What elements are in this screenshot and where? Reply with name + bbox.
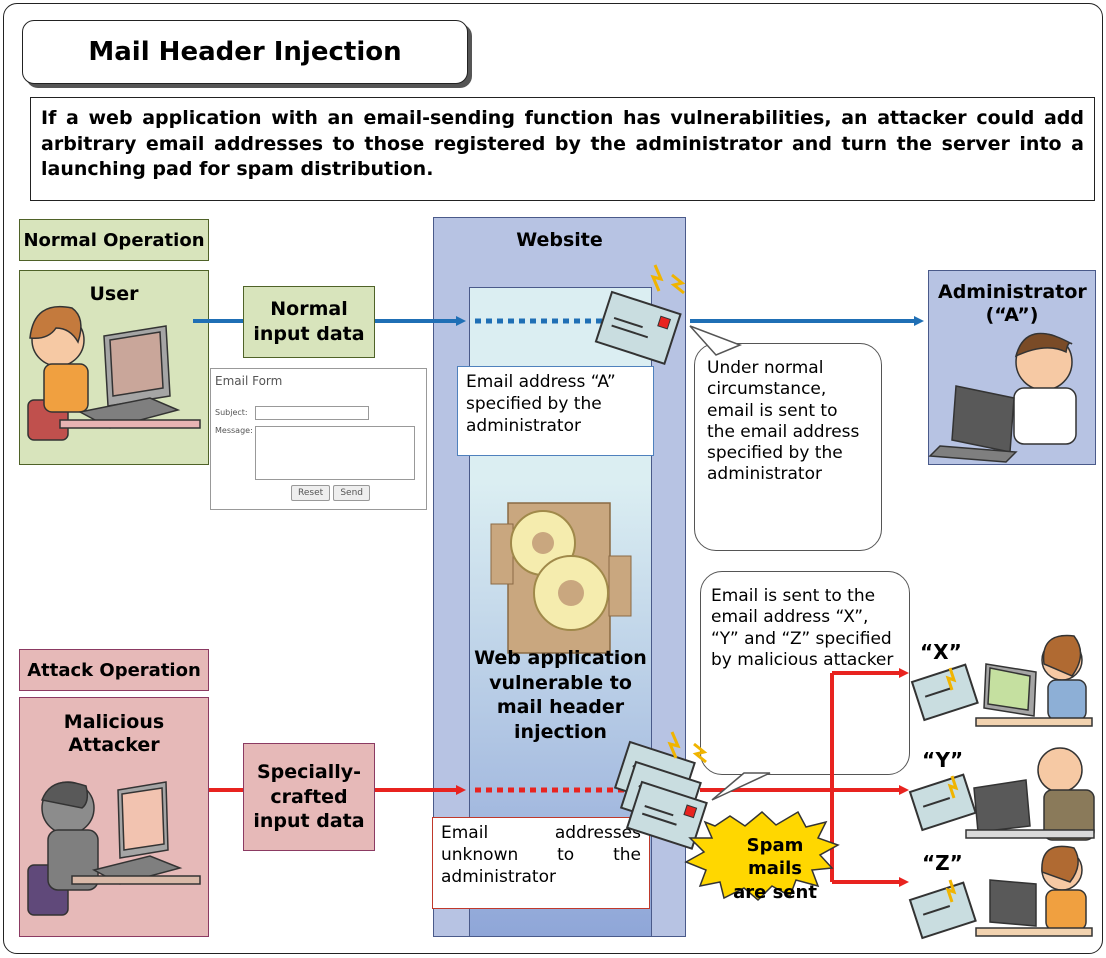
email-form-send-button: Send	[333, 485, 371, 501]
administrator-label: Administrator (“A”)	[938, 281, 1087, 326]
recipient-x-label: “X”	[920, 640, 962, 664]
website-label: Website	[516, 229, 603, 251]
normal-operation-tag: Normal Operation	[19, 219, 209, 261]
normal-explanation-bubble: Under normal circumstance, email is sent…	[694, 343, 882, 551]
envelope-icon	[594, 290, 682, 365]
user-illustration	[27, 305, 201, 441]
envelope-stack-icon	[613, 731, 708, 850]
admin-address-callout: Email address “A” specified by the admin…	[457, 366, 654, 456]
unknown-address-callout: Email addresses unknown to the administr…	[432, 817, 650, 909]
attack-operation-tag: Attack Operation	[19, 649, 209, 691]
email-form-message-field	[255, 426, 415, 480]
recipient-z-illustration	[908, 845, 1093, 940]
attack-flow-arrows	[209, 668, 909, 887]
recipient-y-illustration	[908, 747, 1095, 841]
email-form-subject-field	[255, 406, 369, 420]
administrator-illustration	[928, 332, 1077, 463]
special-input-tag: Specially-crafted input data	[243, 743, 375, 851]
intro-text: If a web application with an email-sendi…	[30, 97, 1095, 201]
gears-icon	[490, 502, 632, 654]
user-label: User	[89, 283, 139, 305]
email-form-title: Email Form	[215, 374, 283, 388]
email-form-subject-label: Subject:	[215, 408, 248, 417]
email-form-screenshot: Email Form Subject: Message: Reset Send	[210, 368, 427, 510]
spam-mails-label: Spam mails are sent	[733, 835, 817, 903]
email-form-message-label: Message:	[215, 426, 253, 435]
recipient-y-label: “Y”	[922, 748, 964, 772]
web-app-label: Web application vulnerable to mail heade…	[474, 647, 647, 744]
normal-input-tag: Normal input data	[243, 286, 375, 358]
recipient-z-label: “Z”	[922, 851, 963, 875]
recipient-x-illustration	[910, 634, 1093, 727]
attacker-label: Malicious Attacker	[63, 711, 165, 756]
spam-burst	[684, 810, 840, 902]
email-form-reset-button: Reset	[291, 485, 331, 501]
diagram-title: Mail Header Injection	[22, 20, 468, 84]
attacker-illustration	[27, 781, 201, 916]
